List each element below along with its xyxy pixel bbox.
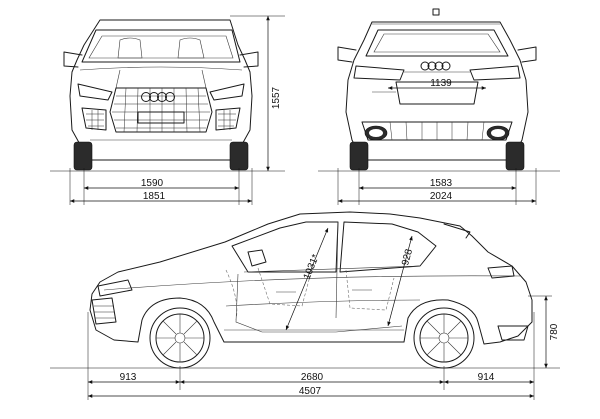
- audi-rings-rear: [420, 61, 451, 71]
- dim-front-width: 1851: [143, 191, 166, 202]
- rear-view: [318, 8, 560, 172]
- front-wheel: [149, 307, 211, 369]
- dim-length: 4507: [299, 386, 322, 397]
- dim-rear-trunk-width: 1139: [430, 78, 452, 89]
- dim-front-overhang: 913: [120, 372, 137, 383]
- front-view: [50, 19, 285, 172]
- dim-rear-track: 1583: [430, 178, 453, 189]
- dimension-lines: [69, 15, 552, 400]
- dim-cabin-front: 1031*: [302, 253, 322, 281]
- dim-rear-overhang: 914: [478, 372, 495, 383]
- rear-wheel: [413, 307, 475, 369]
- dim-front-track: 1590: [141, 178, 164, 189]
- side-view: [50, 211, 560, 369]
- dim-height: 1557: [271, 86, 282, 109]
- audi-rings-front: [141, 92, 175, 102]
- dim-trunk-height: 780: [549, 323, 560, 340]
- dim-cabin-rear: 928: [400, 247, 415, 266]
- dimension-labels: 1590 1851 1557 1583 2024 1139 1031* 928 …: [120, 78, 560, 397]
- dim-wheelbase: 2680: [301, 372, 324, 383]
- dim-rear-mirror-width: 2024: [430, 191, 453, 202]
